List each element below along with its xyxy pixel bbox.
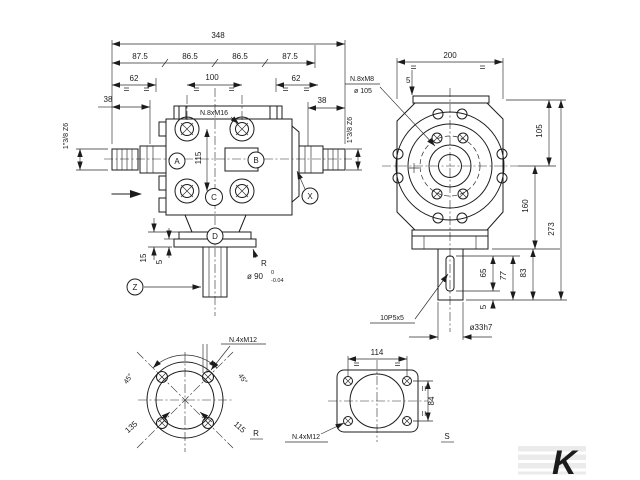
view-s-holes — [343, 376, 412, 426]
bolt-circle-105: ø 105 — [354, 88, 372, 95]
view-r: 45° 45° 135 115 N.4xM12 R — [122, 337, 266, 452]
port-b-label: B — [253, 156, 258, 165]
dim-62-l: 62 — [130, 74, 139, 83]
key-callout: 10P5x5 — [380, 315, 404, 322]
dim-105: 105 — [535, 124, 544, 138]
spline-spec-left: 1"3/8 Z6 — [63, 123, 70, 149]
spline-spec-right: 1"3/8 Z6 — [347, 117, 354, 143]
dim-273: 273 — [547, 222, 556, 236]
view-r-dimensions: 45° 45° 135 115 N.4xM12 R — [122, 337, 266, 440]
dim-160: 160 — [521, 199, 530, 213]
dim-5-tip: 5 — [479, 304, 488, 309]
dim-dia-33h7: ø33h7 — [470, 323, 493, 332]
dim-135: 135 — [123, 419, 139, 435]
port-a-label: A — [174, 157, 180, 166]
shaft-z-label: Z — [126, 278, 201, 296]
dim-dia-90-tol-hi: 0 — [271, 270, 274, 276]
view-r-label: R — [253, 429, 259, 438]
dim-38-l: 38 — [104, 95, 113, 104]
dim-115: 115 — [194, 151, 203, 164]
angle-45-left: 45° — [122, 372, 135, 385]
port-d-label: D — [212, 232, 218, 241]
holes-callout-m8: N.8xM8 — [350, 76, 374, 83]
view-r-holes — [156, 371, 214, 429]
port-labels: A B C D — [168, 151, 265, 245]
dim-84: 84 — [427, 396, 436, 405]
bolt-holes-m16 — [174, 116, 255, 204]
dim-87-5-l: 87.5 — [132, 52, 148, 61]
z-letter: Z — [133, 283, 138, 292]
x-letter: X — [307, 192, 313, 201]
kramp-watermark: K — [518, 444, 586, 480]
dim-5-flange: 5 — [155, 259, 164, 264]
dim-dia-90-tol-lo: -0.04 — [271, 278, 284, 284]
left-input-shaft — [111, 145, 167, 174]
front-dimensions: 348 87.5 86.5 86.5 87.5 62 100 62 38 — [63, 31, 362, 284]
front-view: 348 87.5 86.5 86.5 87.5 62 100 62 38 — [63, 31, 362, 316]
dim-86-5-r: 86.5 — [232, 52, 248, 61]
side-view: 200 N.8xM8 ø 105 5 105 160 273 65 5 77 8… — [345, 51, 567, 340]
side-bolt-holes — [392, 108, 508, 224]
dim-348: 348 — [211, 31, 225, 40]
view-s-dimensions: 114 84 N.4xM12 S — [285, 348, 454, 443]
view-s: 114 84 N.4xM12 S — [285, 348, 454, 443]
dim-62-r: 62 — [292, 74, 301, 83]
dim-65: 65 — [479, 268, 488, 277]
input-direction-arrow — [111, 190, 142, 198]
side-flange-shaft — [411, 229, 489, 301]
view-s-label: S — [444, 432, 449, 441]
dim-38-r: 38 — [318, 96, 327, 105]
shaft-x-label: X — [296, 170, 319, 205]
dim-5-offset: 5 — [406, 76, 411, 85]
dim-15: 15 — [139, 253, 148, 262]
dim-115-bc: 115 — [232, 420, 248, 436]
dim-100: 100 — [205, 73, 219, 82]
dim-77: 77 — [499, 271, 508, 280]
right-shaft — [298, 145, 346, 174]
holes-callout-m16: N.8xM16 — [200, 110, 228, 117]
port-c-label: C — [211, 193, 217, 202]
dim-87-5-r: 87.5 — [282, 52, 298, 61]
side-body — [395, 95, 505, 231]
holes-callout-m12-s: N.4xM12 — [292, 434, 320, 441]
dim-114: 114 — [371, 348, 384, 357]
watermark-letter: K — [552, 444, 579, 480]
dim-86-5-l: 86.5 — [182, 52, 198, 61]
view-r-direction: R — [261, 259, 267, 268]
side-dimensions: 200 N.8xM8 ø 105 5 105 160 273 65 5 77 8… — [345, 51, 567, 340]
dim-83: 83 — [519, 268, 528, 277]
dim-200: 200 — [443, 51, 457, 60]
dim-dia-90: ø 90 — [247, 272, 264, 281]
holes-callout-m12-r: N.4xM12 — [229, 337, 257, 344]
angle-45-right: 45° — [236, 372, 249, 385]
